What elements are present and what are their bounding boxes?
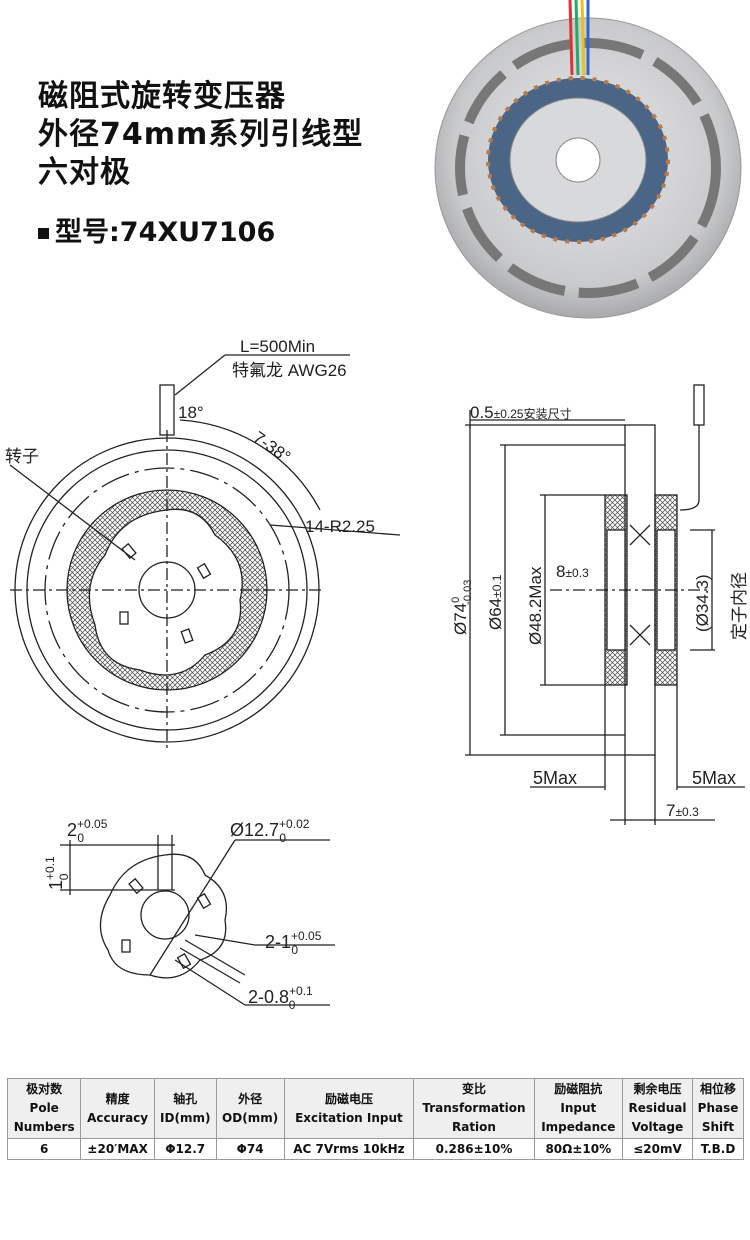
slot-radius-label: 14-R2.25 [305, 517, 375, 536]
cell-residual: ≤20mV [621, 1138, 694, 1160]
hub-detail-view [60, 835, 335, 1006]
side-view [465, 384, 745, 825]
lead-length-label: L=500Min [240, 337, 315, 356]
angle-18-label: 18° [178, 403, 204, 422]
cell-id: Φ12.7 [153, 1138, 217, 1160]
angle-7-38-label: 7-38° [250, 428, 294, 467]
cell-accuracy: ±20′MAX [80, 1138, 155, 1160]
thickness-8-label: 8±0.3 [556, 562, 589, 581]
product-title-line-2: 外径74mm系列引线型 [38, 117, 364, 152]
diameter-48-label: Ø48.2Max [526, 566, 545, 645]
cell-od: Φ74 [215, 1138, 285, 1160]
diameter-64-label: Ø64±0.1 [486, 574, 505, 630]
key-depth-label: 1+0.10 [43, 856, 71, 890]
left-5max-label: 5Max [533, 768, 577, 788]
product-title-line-1: 磁阻式旋转变压器 [38, 79, 286, 114]
mount-dim-label: 0.5±0.25安装尺寸 [470, 403, 572, 422]
table-row: 6 ±20′MAX Φ12.7 Φ74 AC 7Vrms 10kHz 0.286… [6, 1138, 744, 1160]
cell-excitation: AC 7Vrms 10kHz [283, 1138, 415, 1160]
cell-phase-shift: T.B.D [692, 1138, 744, 1160]
product-photo [434, 0, 742, 319]
width-7-label: 7±0.3 [666, 801, 699, 820]
right-5max-label: 5Max [692, 768, 736, 788]
cell-pole-numbers: 6 [6, 1138, 82, 1160]
outer-diameter-label: Ø740-0.03 [450, 580, 474, 635]
rotor-label: 转子 [5, 447, 39, 466]
stator-id-caption: 定子内径 [730, 572, 749, 640]
cell-ratio: 0.286±10% [413, 1138, 535, 1160]
front-view [9, 354, 401, 750]
stator-id-label: (Ø34.3) [693, 574, 712, 632]
bullet-icon [38, 228, 49, 239]
product-title-line-3: 六对极 [38, 155, 131, 190]
model-number: 型号:74XU7106 [38, 210, 275, 249]
lead-wire-label: 特氟龙 AWG26 [232, 361, 347, 380]
cell-impedance: 80Ω±10% [533, 1138, 623, 1160]
